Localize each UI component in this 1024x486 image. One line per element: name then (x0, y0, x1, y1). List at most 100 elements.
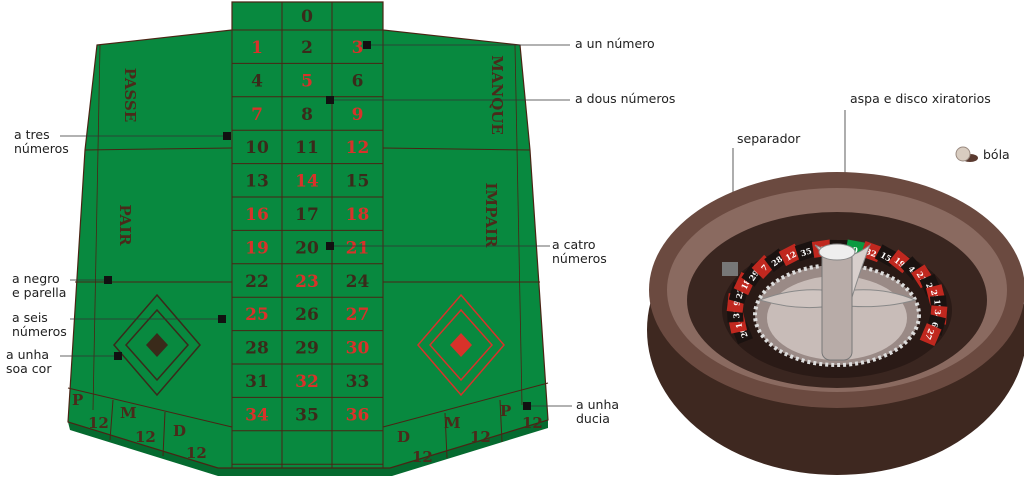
cell-29[interactable]: 29 (295, 339, 319, 359)
cell-9[interactable]: 9 (352, 105, 364, 125)
cell-5[interactable]: 5 (301, 71, 313, 91)
cell-27[interactable]: 27 (346, 305, 370, 325)
cell-12[interactable]: 12 (346, 138, 370, 158)
callout-ducia: a unha ducia (576, 397, 620, 426)
roulette-wheel: 2014319221829728123532603215194212251734… (647, 172, 1024, 475)
bet-markers (104, 41, 531, 410)
cell-22[interactable]: 22 (245, 272, 269, 292)
wheel-pocket: 35 (794, 240, 817, 262)
cell-21[interactable]: 21 (346, 238, 370, 258)
cell-6[interactable]: 6 (352, 71, 364, 91)
table-edge (68, 420, 548, 476)
pocket-number: 6 (929, 321, 940, 329)
pocket-number: 27 (923, 327, 937, 341)
callout-aspa: aspa e disco xiratorios (850, 91, 991, 106)
cell-14[interactable]: 14 (295, 172, 319, 192)
callout-catro-numeros: a catro números (552, 237, 607, 266)
callout-separador: separador (737, 131, 801, 146)
dozen-left-num[interactable]: 12 (135, 428, 156, 446)
callout-un-numero: a un número (575, 36, 655, 51)
dozen-right-num[interactable]: 12 (522, 414, 543, 432)
divider (444, 412, 448, 459)
pocket-number: 34 (932, 309, 943, 321)
cell-25[interactable]: 25 (245, 305, 269, 325)
cell-32[interactable]: 32 (295, 372, 319, 392)
pocket-number: 7 (759, 262, 770, 273)
cell-23[interactable]: 23 (295, 272, 319, 292)
cell-2[interactable]: 2 (301, 38, 313, 58)
pocket-number: 31 (731, 307, 742, 319)
label-impair[interactable]: IMPAIR (482, 183, 500, 248)
dozen-right-letter[interactable]: D (397, 428, 410, 446)
cell-33[interactable]: 33 (346, 372, 370, 392)
pocket-number: 15 (879, 250, 894, 264)
cell-36[interactable]: 36 (346, 405, 370, 425)
pocket-number: 35 (799, 245, 813, 258)
ball[interactable] (955, 146, 978, 162)
dozen-right-letter[interactable]: P (500, 402, 511, 420)
callout-soa-cor: a unha soa cor (6, 347, 52, 376)
dozen-right-num[interactable]: 12 (470, 428, 491, 446)
dozen-left-num[interactable]: 12 (88, 414, 109, 432)
divider (382, 147, 531, 151)
cell-7[interactable]: 7 (251, 105, 263, 125)
cell-8[interactable]: 8 (301, 105, 313, 125)
callout-seis-numeros: a seis números (12, 310, 67, 339)
cell-0[interactable]: 0 (301, 7, 313, 27)
turret-spinner[interactable] (758, 243, 917, 361)
cell-13[interactable]: 13 (245, 172, 269, 192)
dozen-left-letter[interactable]: M (120, 404, 137, 422)
cell-26[interactable]: 26 (295, 305, 319, 325)
dozen-left-letter[interactable]: P (72, 391, 83, 409)
cell-4[interactable]: 4 (251, 71, 263, 91)
cell-1[interactable]: 1 (251, 38, 263, 58)
pocket-number: 4 (906, 264, 917, 275)
cell-17[interactable]: 17 (295, 205, 319, 225)
cell-10[interactable]: 10 (245, 138, 269, 158)
separator (722, 262, 738, 276)
cell-19[interactable]: 19 (245, 238, 269, 258)
pocket-number: 17 (932, 299, 943, 311)
divider (162, 411, 166, 457)
label-passe[interactable]: PASSE (121, 68, 139, 123)
divider (84, 147, 233, 151)
dozen-left-letter[interactable]: D (173, 422, 186, 440)
label-manque[interactable]: MANQUE (488, 55, 506, 135)
cell-35[interactable]: 35 (295, 405, 319, 425)
cell-18[interactable]: 18 (346, 205, 370, 225)
black-diamond[interactable] (113, 293, 201, 397)
cell-34[interactable]: 34 (245, 405, 269, 425)
cell-30[interactable]: 30 (346, 339, 370, 359)
cell-15[interactable]: 15 (346, 172, 370, 192)
dozen-right-letter[interactable]: M (444, 414, 461, 432)
dozen-line (382, 382, 549, 428)
cell-16[interactable]: 16 (245, 205, 269, 225)
pocket-number: 2 (924, 281, 935, 290)
cell-24[interactable]: 24 (346, 272, 370, 292)
divider (514, 44, 523, 406)
dozen-left-num[interactable]: 12 (186, 444, 207, 462)
pocket-number: 12 (784, 249, 798, 263)
wheel-pockets: 2014319221829728123532603215194212251734… (726, 239, 948, 347)
cell-3[interactable]: 3 (352, 38, 364, 58)
divider (109, 399, 114, 441)
cell-28[interactable]: 28 (245, 339, 269, 359)
pocket-number: 0 (851, 245, 859, 256)
cell-20[interactable]: 20 (295, 238, 319, 258)
callout-tres-numeros: a tres números (14, 127, 69, 156)
divider (499, 399, 503, 443)
label-pair[interactable]: PAIR (116, 204, 134, 246)
cell-31[interactable]: 31 (245, 372, 269, 392)
callout-bola: bóla (983, 147, 1010, 162)
red-diamond[interactable] (417, 293, 505, 397)
wheel-pocket: 27 (919, 323, 942, 347)
callout-dous-numeros: a dous números (575, 91, 676, 106)
dozen-line (67, 387, 233, 428)
callout-negro-parella: a negro e parella (12, 271, 67, 300)
cell-11[interactable]: 11 (295, 138, 319, 158)
dozen-right-num[interactable]: 12 (412, 448, 433, 466)
